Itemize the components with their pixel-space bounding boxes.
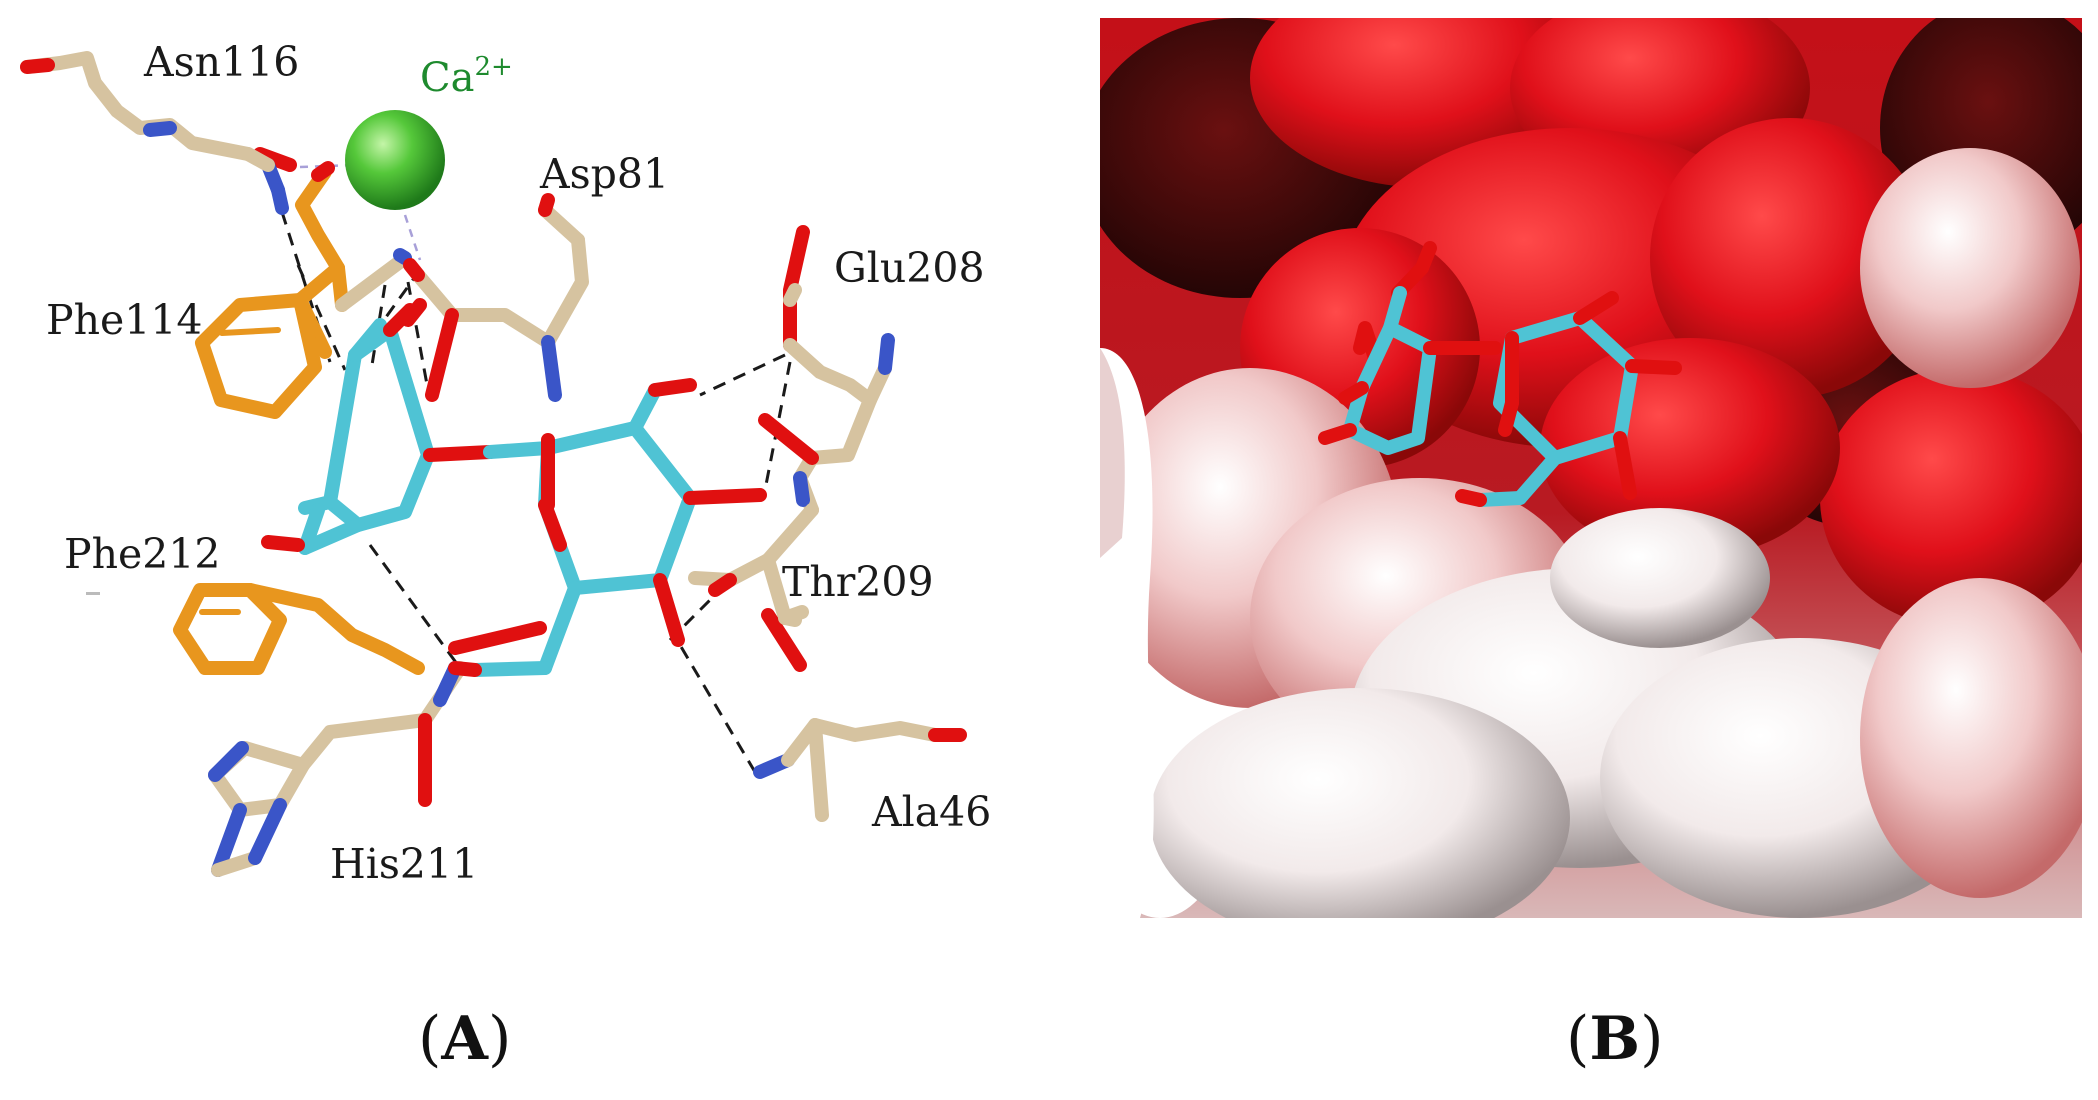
residue-asn116 <box>20 51 297 215</box>
residue-his211 <box>208 661 467 877</box>
residue-phe212 <box>173 583 547 675</box>
ion-charge: 2+ <box>474 52 513 82</box>
label-ala46: Ala46 <box>872 788 992 836</box>
ion-symbol: Ca <box>420 55 475 101</box>
caption-a-letter: A <box>441 1004 488 1074</box>
docked-ligand <box>1318 241 1682 507</box>
residue-ala46 <box>753 718 967 822</box>
label-thr209: Thr209 <box>782 558 934 606</box>
residue-phe114 <box>195 161 412 419</box>
residue-asp81 <box>401 193 589 402</box>
label-glu208: Glu208 <box>834 244 985 292</box>
label-asn116: Asn116 <box>144 38 300 86</box>
residue-glu208 <box>758 225 895 517</box>
caption-panel-a: (A) <box>418 1004 512 1074</box>
label-phe114: Phe114 <box>46 296 203 344</box>
label-asp81: Asp81 <box>540 150 670 198</box>
calcium-ion-sphere <box>345 110 445 210</box>
caption-panel-b: (B) <box>1566 1004 1664 1074</box>
panel-b-surface-view <box>1100 18 2082 918</box>
caption-b-letter: B <box>1589 1004 1641 1074</box>
ligand-disaccharide <box>261 303 767 677</box>
panel-a-binding-site: Asn116 Ca2+ Asp81 Glu208 Phe114 Phe212 T… <box>0 0 1060 940</box>
molecular-surface-render <box>1100 18 2082 918</box>
label-his211: His211 <box>330 840 479 888</box>
surface-white-region <box>1100 368 2082 918</box>
residue-thr209 <box>688 503 819 672</box>
binding-site-diagram <box>20 51 967 877</box>
stray-mark <box>86 592 100 595</box>
label-phe212: Phe212 <box>64 530 221 578</box>
label-calcium-ion: Ca2+ <box>420 52 513 101</box>
